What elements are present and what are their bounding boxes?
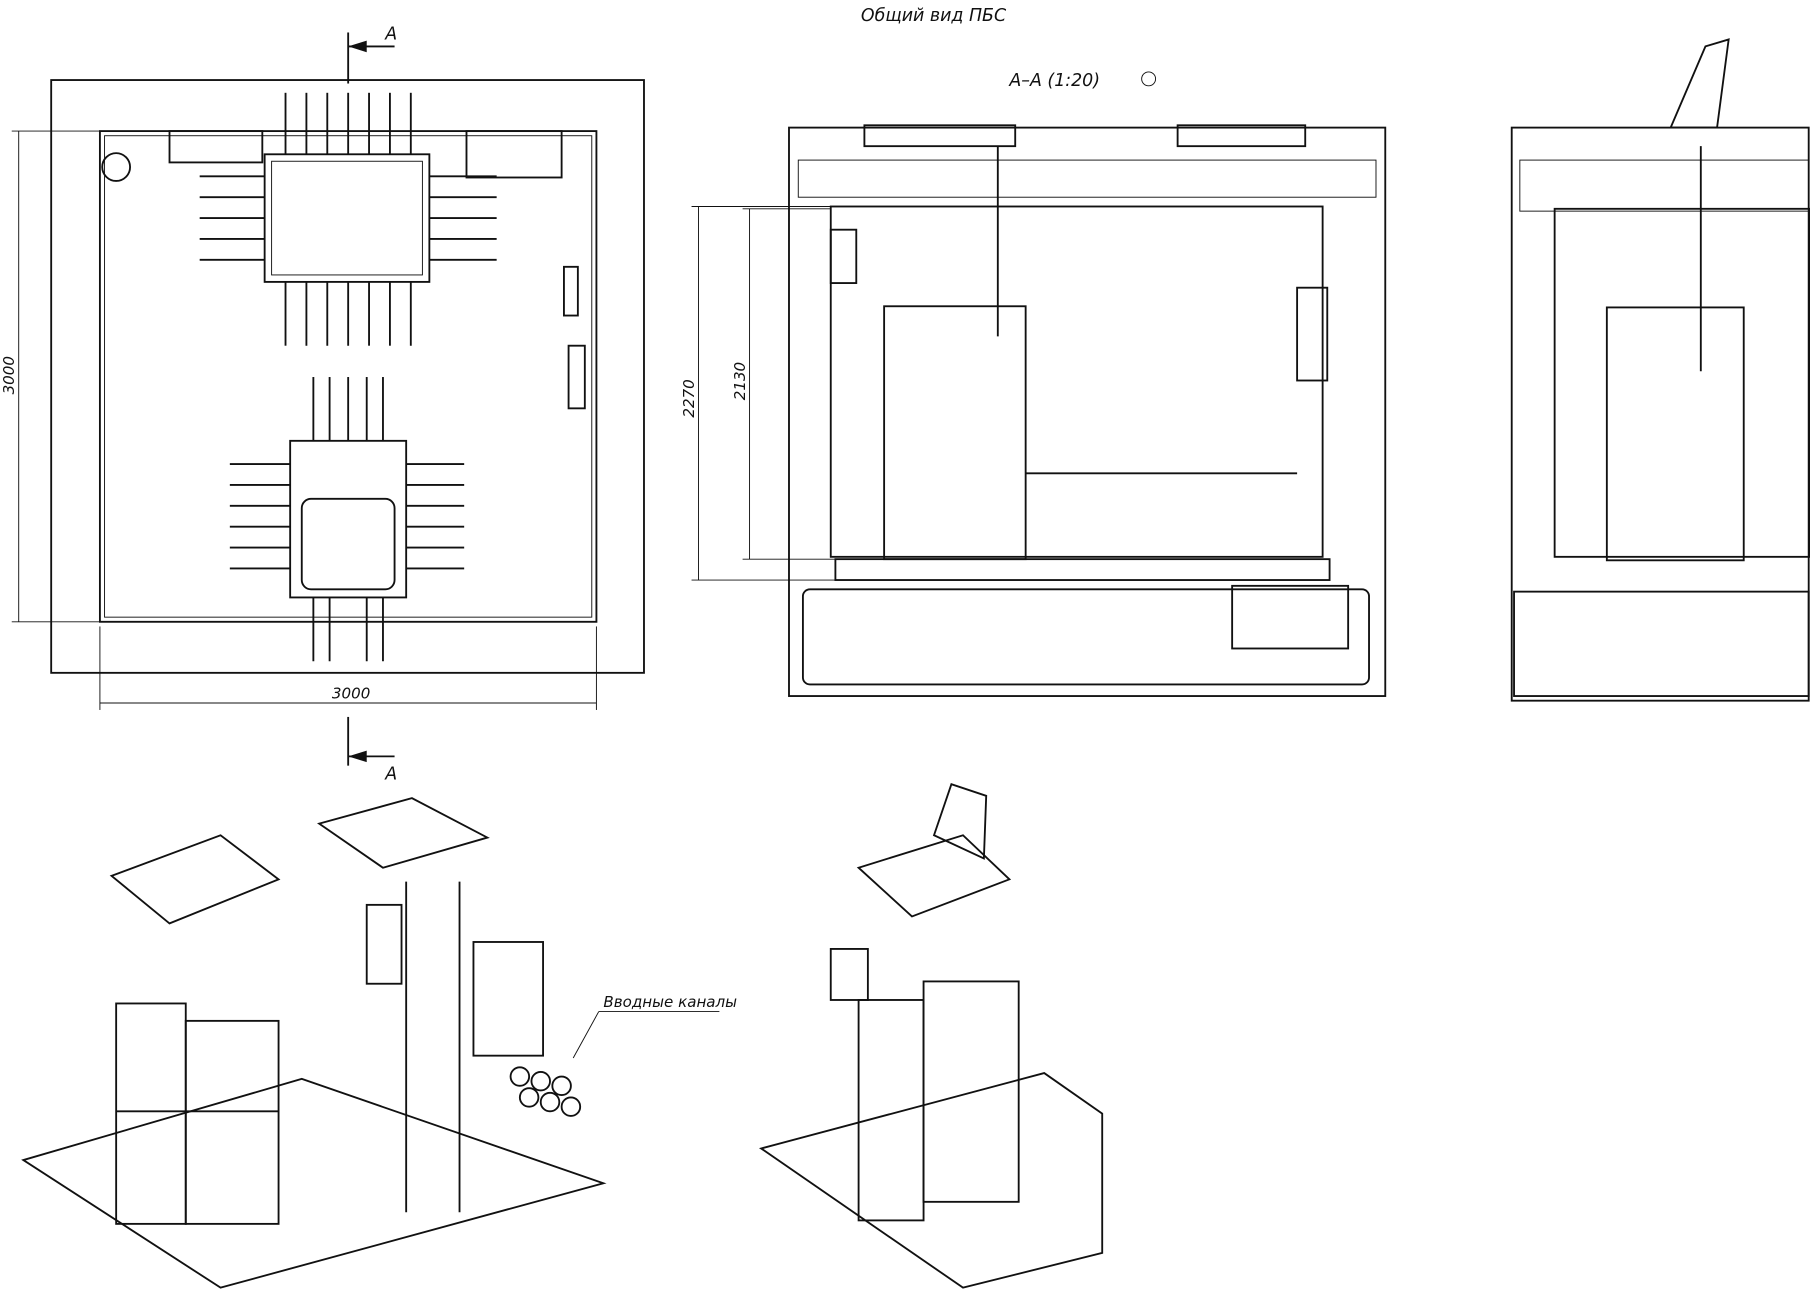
section-marker-top: А: [384, 24, 397, 44]
plan-height-dimension: 3000: [0, 356, 18, 394]
section-marker-bottom: А: [384, 765, 397, 785]
drawing-title: Общий вид ПБС: [861, 6, 1007, 26]
callout-input-channels: Вводные каналы: [603, 993, 737, 1011]
section-outer-dimension: 2270: [680, 379, 698, 417]
scale-rotation-icon: [1141, 71, 1157, 87]
section-label: А–А (1:20): [1008, 71, 1100, 91]
plan-width-dimension: 3000: [332, 684, 370, 702]
isometric-view-right: [758, 783, 1104, 1289]
section-inner-dimension: 2130: [731, 362, 749, 400]
plan-view: А А 3000 3000: [0, 24, 645, 785]
section-view: 2270 2130: [680, 124, 1387, 697]
isometric-view-left: Вводные каналы: [21, 797, 737, 1289]
side-section-view: [1510, 38, 1810, 702]
